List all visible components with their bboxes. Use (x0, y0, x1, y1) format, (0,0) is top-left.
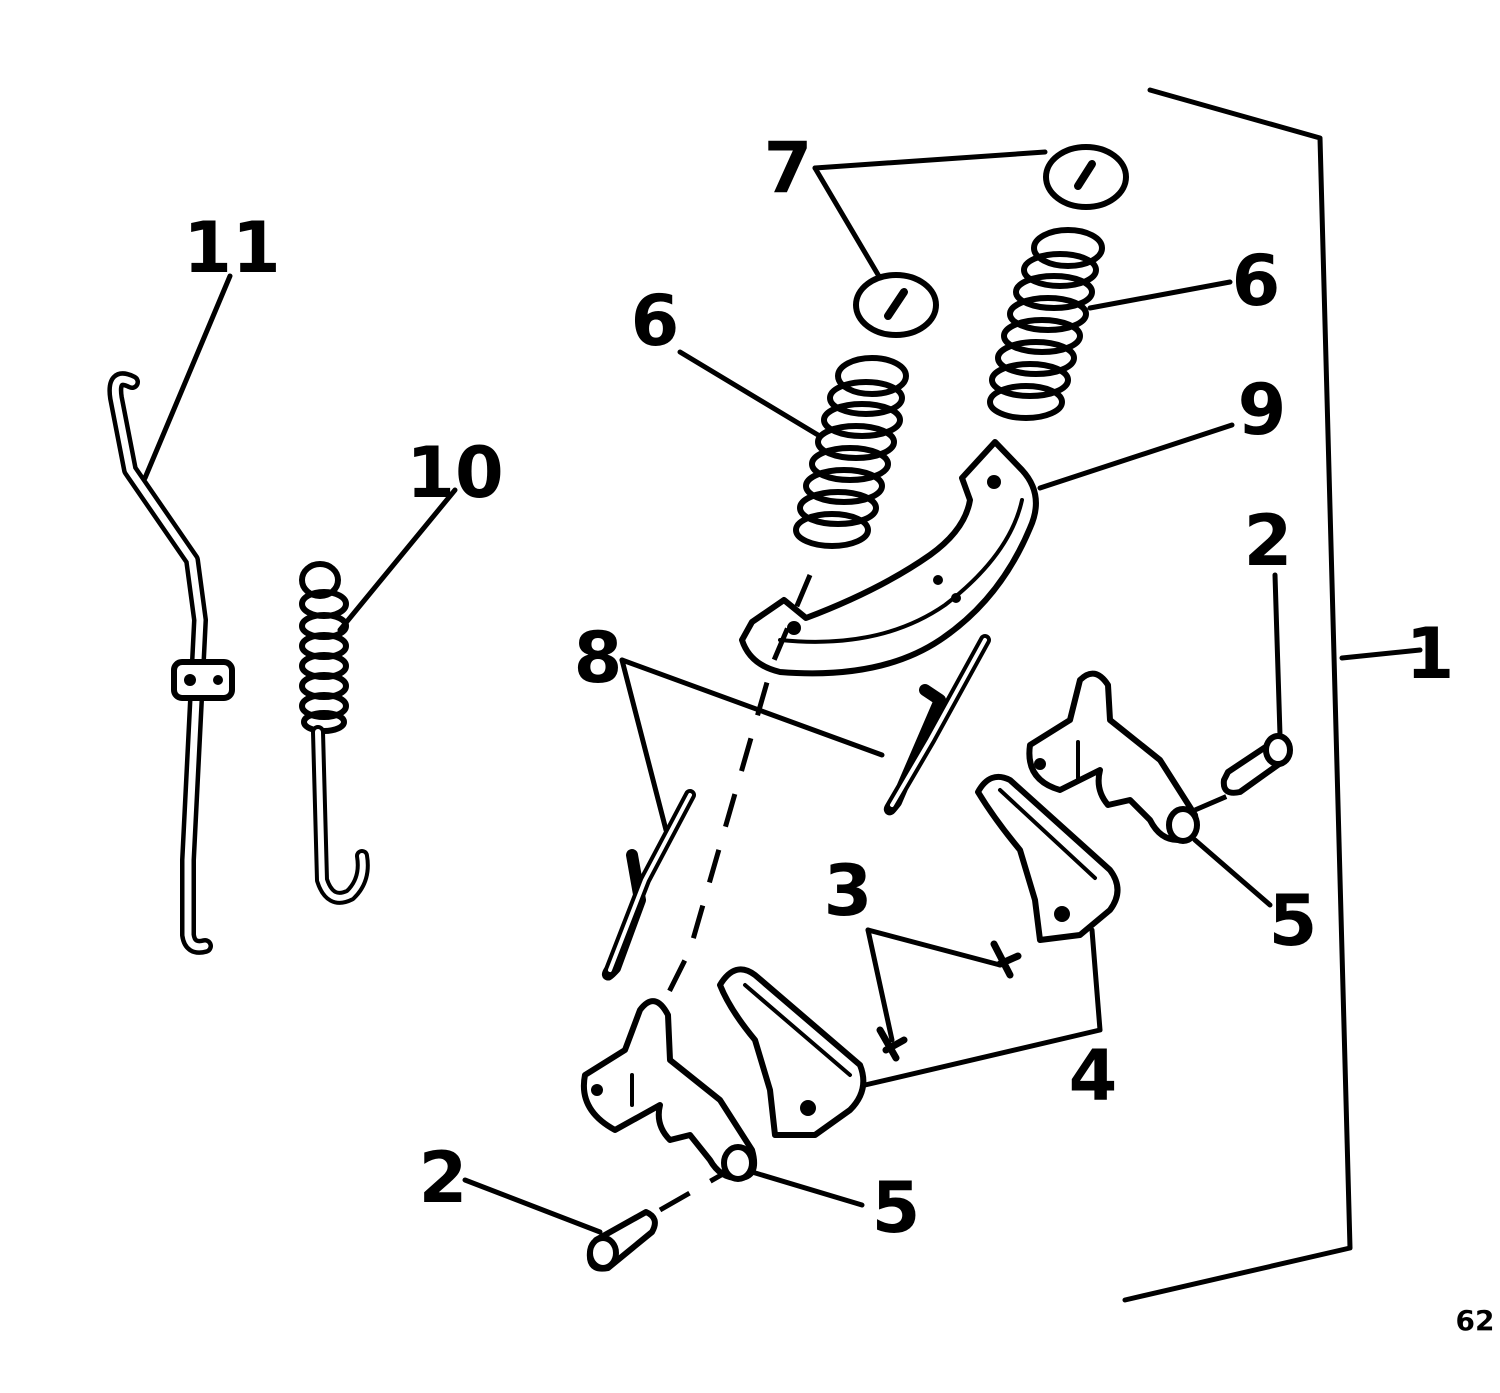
pin-alignment-line-upper (1194, 792, 1231, 813)
callout-10: 10 (406, 432, 503, 514)
callout-7: 7 (764, 127, 813, 209)
assembly-centerline (647, 574, 813, 1032)
callout-4: 4 (1069, 1035, 1118, 1117)
part-4-lever-lower (717, 966, 867, 1138)
callout-9: 9 (1238, 369, 1287, 451)
part-8-hairpin-upper (883, 634, 991, 816)
part-7-cap-lower (853, 272, 939, 338)
part-2-pin-upper (1220, 733, 1293, 796)
part-6-spring-left (793, 355, 909, 549)
part-5-lever-upper (1026, 670, 1200, 844)
part-7-cap-upper (1043, 144, 1129, 210)
part-8-hairpin-lower (601, 789, 696, 981)
callout-6-right: 6 (1232, 240, 1281, 322)
part-5-lever-lower (580, 998, 758, 1182)
part-4-lever-upper (975, 774, 1121, 943)
callout-3: 3 (824, 850, 873, 932)
callout-8: 8 (574, 617, 623, 699)
leader-lines (142, 149, 1283, 1235)
callout-6-left: 6 (631, 280, 680, 362)
part-2-pin-lower (586, 1209, 658, 1272)
part-9-plate (739, 439, 1039, 677)
assembly-bracket (1122, 87, 1423, 1303)
callout-1: 1 (1406, 613, 1455, 695)
callout-2-upper: 2 (1244, 500, 1293, 582)
callout-5-upper: 5 (1269, 880, 1318, 962)
callout-11: 11 (183, 207, 280, 289)
pin-alignment-line-lower (658, 1167, 732, 1213)
figure-number: 62 (1456, 1304, 1495, 1337)
callout-5-lower: 5 (872, 1167, 921, 1249)
part-3-pin-lower (876, 1026, 908, 1062)
part-6-spring-right (987, 227, 1105, 421)
part-11-rod (107, 371, 235, 955)
part-3-pin-upper (990, 940, 1022, 979)
callout-2-lower: 2 (419, 1137, 468, 1219)
callout-labels: 1 2 2 3 4 5 5 6 6 7 8 9 10 11 62 (183, 127, 1494, 1337)
